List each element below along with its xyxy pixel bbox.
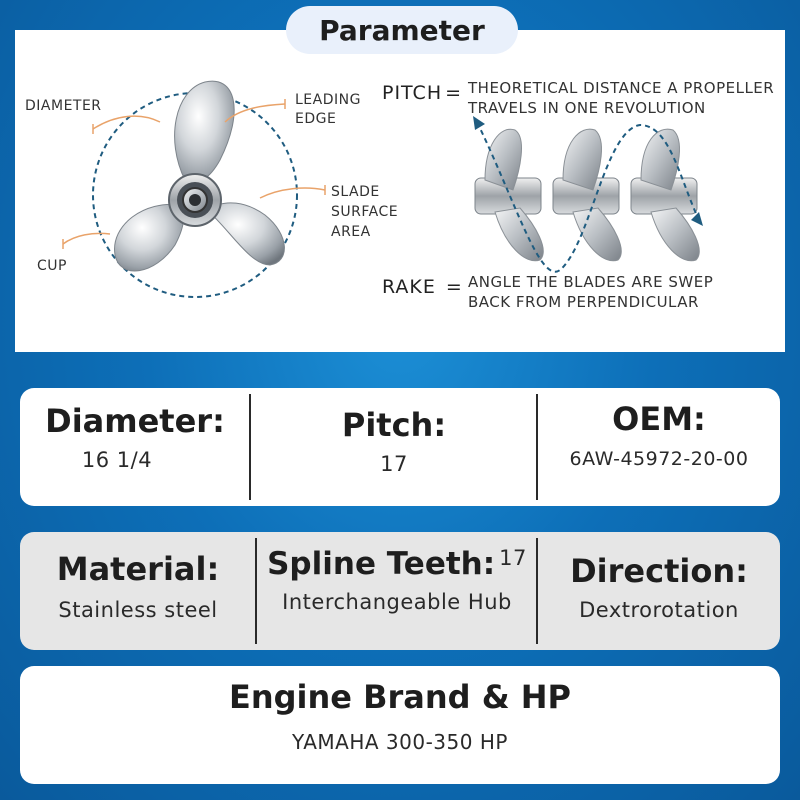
- spec-oem-value: 6AW-45972-20-00: [569, 448, 749, 470]
- divider: [255, 538, 257, 644]
- page-title: Parameter: [286, 6, 518, 54]
- pitch-definition-line1: THEORETICAL DISTANCE A PROPELLER: [468, 79, 775, 97]
- spec-diameter: Diameter: 16 1/4: [20, 388, 250, 506]
- engine-label: Engine Brand & HP: [228, 678, 571, 716]
- blade-right: [206, 202, 285, 266]
- blade-left: [114, 203, 185, 272]
- propeller-diagram: [62, 80, 703, 298]
- blade-top: [174, 80, 235, 183]
- spec-material-label: Material:: [56, 550, 220, 588]
- label-leading-edge-1: LEADING: [295, 92, 361, 108]
- specs-row-1: Diameter: 16 1/4 Pitch: 17 OEM: 6AW-4597…: [20, 388, 780, 506]
- divider: [536, 394, 538, 500]
- divider: [249, 394, 251, 500]
- parameter-diagram-panel: DIAMETER LEADING EDGE SLADE SURFACE AREA…: [15, 30, 785, 352]
- spec-spline-label: Spline Teeth:: [267, 546, 496, 582]
- spec-direction-label: Direction:: [570, 552, 748, 590]
- spec-material: Material: Stainless steel: [20, 532, 256, 650]
- spec-material-value: Stainless steel: [58, 598, 218, 622]
- divider: [536, 538, 538, 644]
- spec-direction-value: Dextrorotation: [579, 598, 739, 622]
- spec-spline: Spline Teeth:17 Interchangeable Hub: [257, 532, 537, 650]
- spec-direction: Direction: Dextrorotation: [538, 532, 780, 650]
- spec-oem: OEM: 6AW-45972-20-00: [538, 388, 780, 506]
- propeller-side-views: [474, 128, 700, 262]
- spec-diameter-label: Diameter:: [45, 402, 225, 440]
- rake-definition-line1: ANGLE THE BLADES ARE SWEP: [468, 273, 714, 291]
- spec-pitch-value: 17: [380, 452, 408, 476]
- label-slade-2: SURFACE: [331, 204, 399, 220]
- spec-spline-header: Spline Teeth:17: [267, 546, 527, 582]
- specs-row-2: Material: Stainless steel Spline Teeth:1…: [20, 532, 780, 650]
- label-slade-3: AREA: [331, 224, 371, 240]
- engine-value: YAMAHA 300-350 HP: [292, 730, 508, 754]
- spec-pitch: Pitch: 17: [251, 388, 537, 506]
- label-diameter: DIAMETER: [25, 98, 102, 114]
- spec-spline-count: 17: [499, 546, 527, 570]
- spec-spline-value: Interchangeable Hub: [282, 590, 512, 614]
- pitch-term: PITCH=: [382, 82, 463, 104]
- label-leading-edge-2: EDGE: [295, 111, 337, 127]
- label-cup: CUP: [37, 258, 67, 274]
- pitch-definition-line2: TRAVELS IN ONE REVOLUTION: [468, 99, 706, 117]
- engine-card: Engine Brand & HP YAMAHA 300-350 HP: [20, 666, 780, 784]
- label-slade-1: SLADE: [331, 184, 380, 200]
- rake-definition-line2: BACK FROM PERPENDICULAR: [468, 293, 699, 311]
- spec-pitch-label: Pitch:: [341, 406, 447, 444]
- pitch-curve: [476, 121, 700, 273]
- rake-term: RAKE=: [382, 276, 463, 298]
- spec-diameter-value: 16 1/4: [81, 448, 153, 472]
- spec-oem-label: OEM:: [612, 400, 706, 438]
- engine-brand: Engine Brand & HP YAMAHA 300-350 HP: [20, 666, 780, 784]
